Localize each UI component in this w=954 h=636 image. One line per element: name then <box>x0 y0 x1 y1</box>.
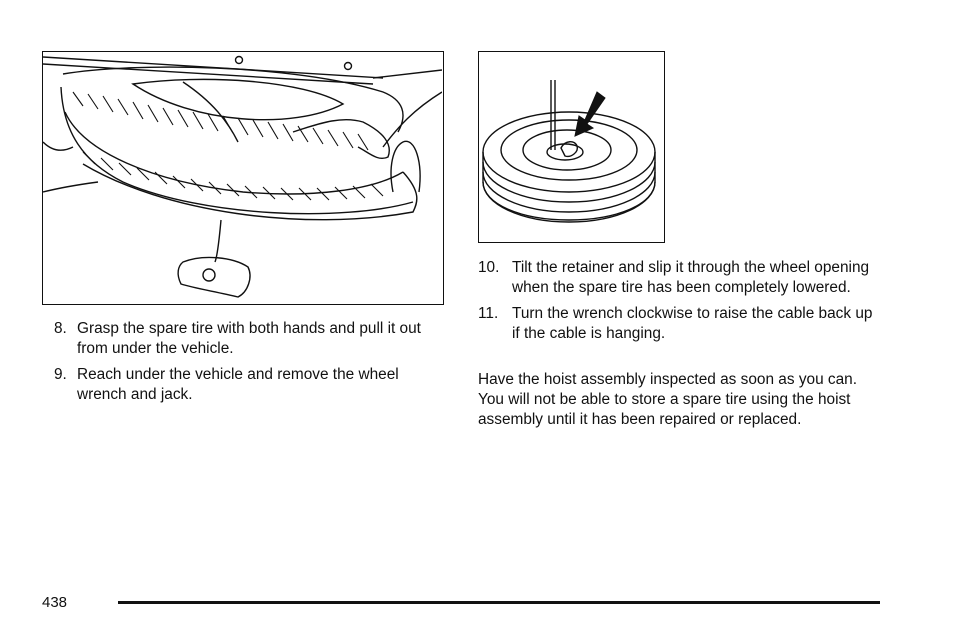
hoist-inspection-paragraph: Have the hoist assembly inspected as soo… <box>478 371 857 428</box>
spare-tire-removal-illustration <box>43 55 442 298</box>
retainer-plate <box>177 256 251 298</box>
arm-right <box>382 91 442 148</box>
tire-groove <box>482 171 656 213</box>
vehicle-frame-line <box>43 63 374 85</box>
tire-tread-pattern <box>72 91 384 201</box>
step-number: 9. <box>54 366 67 383</box>
list-item: 8. Grasp the spare tire with both hands … <box>54 319 439 358</box>
hand-left <box>43 141 74 151</box>
tire-sidewall <box>500 119 638 181</box>
list-item: 10. Tilt the retainer and slip it throug… <box>478 258 873 297</box>
spare-tire-removal-figure <box>42 51 444 305</box>
tire-sidewall <box>82 163 418 221</box>
spare-tire-retainer-figure <box>478 51 665 243</box>
retainer-nut-icon <box>202 268 216 282</box>
arm-left <box>43 181 99 193</box>
hand-right-upper <box>292 118 390 159</box>
wheel-rim <box>522 129 612 171</box>
retainer-cable <box>214 219 222 263</box>
hand-right-lower <box>390 140 421 193</box>
list-item: 11. Turn the wrench clockwise to raise t… <box>478 304 873 343</box>
spare-tire-retainer-illustration <box>482 80 656 223</box>
steps-list-right: 10. Tilt the retainer and slip it throug… <box>478 258 873 350</box>
arrow-down-left-icon <box>574 91 606 137</box>
tire-inner-rim <box>131 78 345 121</box>
step-number: 11. <box>478 305 499 322</box>
tire-tread-mid <box>64 111 404 195</box>
tire-groove <box>482 161 656 203</box>
page-number: 438 <box>42 594 68 611</box>
list-item: 9. Reach under the vehicle and remove th… <box>54 365 439 404</box>
tire-tread-outer <box>60 86 414 215</box>
step-text: Grasp the spare tire with both hands and… <box>77 320 421 357</box>
step-number: 8. <box>54 320 67 337</box>
step-number: 10. <box>478 259 500 276</box>
step-text: Reach under the vehicle and remove the w… <box>77 366 399 403</box>
steps-list-left: 8. Grasp the spare tire with both hands … <box>54 319 439 411</box>
retainer-icon <box>560 141 578 158</box>
vehicle-frame-line <box>372 69 442 79</box>
tire-top-edge <box>62 66 404 133</box>
tire-groove <box>482 181 656 221</box>
footer-rule <box>118 601 880 604</box>
step-text: Turn the wrench clockwise to raise the c… <box>512 305 873 342</box>
hoist-cable <box>182 81 239 143</box>
step-text: Tilt the retainer and slip it through th… <box>512 259 870 296</box>
bolt-icon <box>343 61 353 71</box>
bolt-icon <box>234 55 244 65</box>
